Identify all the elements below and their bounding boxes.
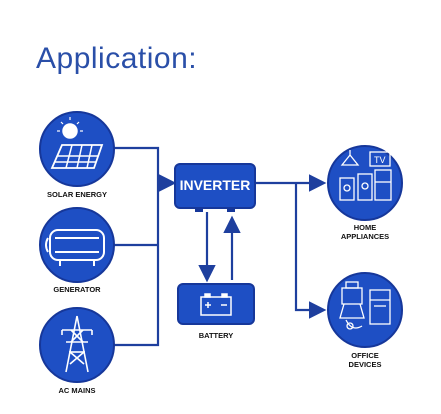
- ac-mains-node: [39, 307, 115, 383]
- source-bus-line: [110, 146, 160, 347]
- battery-icon: [200, 293, 232, 316]
- office-devices-node: [327, 272, 403, 348]
- home-appliances-label-line1: HOME: [353, 223, 377, 232]
- home-appliances-node: TV: [327, 145, 403, 221]
- solar-energy-label: SOLAR ENERGY: [46, 190, 107, 199]
- home-appliances-label: HOME APPLIANCES: [315, 223, 415, 241]
- battery-node: [177, 283, 255, 325]
- inverter-label: INVERTER: [179, 177, 251, 193]
- solar-energy-node: [39, 111, 115, 187]
- connector-lines: [110, 146, 327, 347]
- office-devices-label: OFFICE DEVICES: [315, 351, 415, 369]
- page-title: Application:: [36, 42, 198, 75]
- inverter-to-office-arrow: [294, 183, 327, 319]
- solar-panel-icon: [50, 117, 104, 169]
- generator-label: GENERATOR: [53, 285, 101, 294]
- home-appliances-icon: TV: [339, 150, 392, 201]
- generator-node: [39, 207, 115, 283]
- ac-mains-label: AC MAINS: [58, 386, 96, 395]
- inverter-node: [174, 163, 256, 212]
- office-devices-icon: [339, 281, 391, 330]
- power-tower-icon: [61, 315, 93, 373]
- svg-text:TV: TV: [374, 155, 386, 165]
- office-devices-label-line1: OFFICE: [351, 351, 379, 360]
- generator-icon: [45, 229, 105, 266]
- battery-label: BATTERY: [198, 331, 234, 340]
- home-appliances-label-line2: APPLIANCES: [340, 232, 390, 241]
- office-devices-label-line2: DEVICES: [348, 360, 382, 369]
